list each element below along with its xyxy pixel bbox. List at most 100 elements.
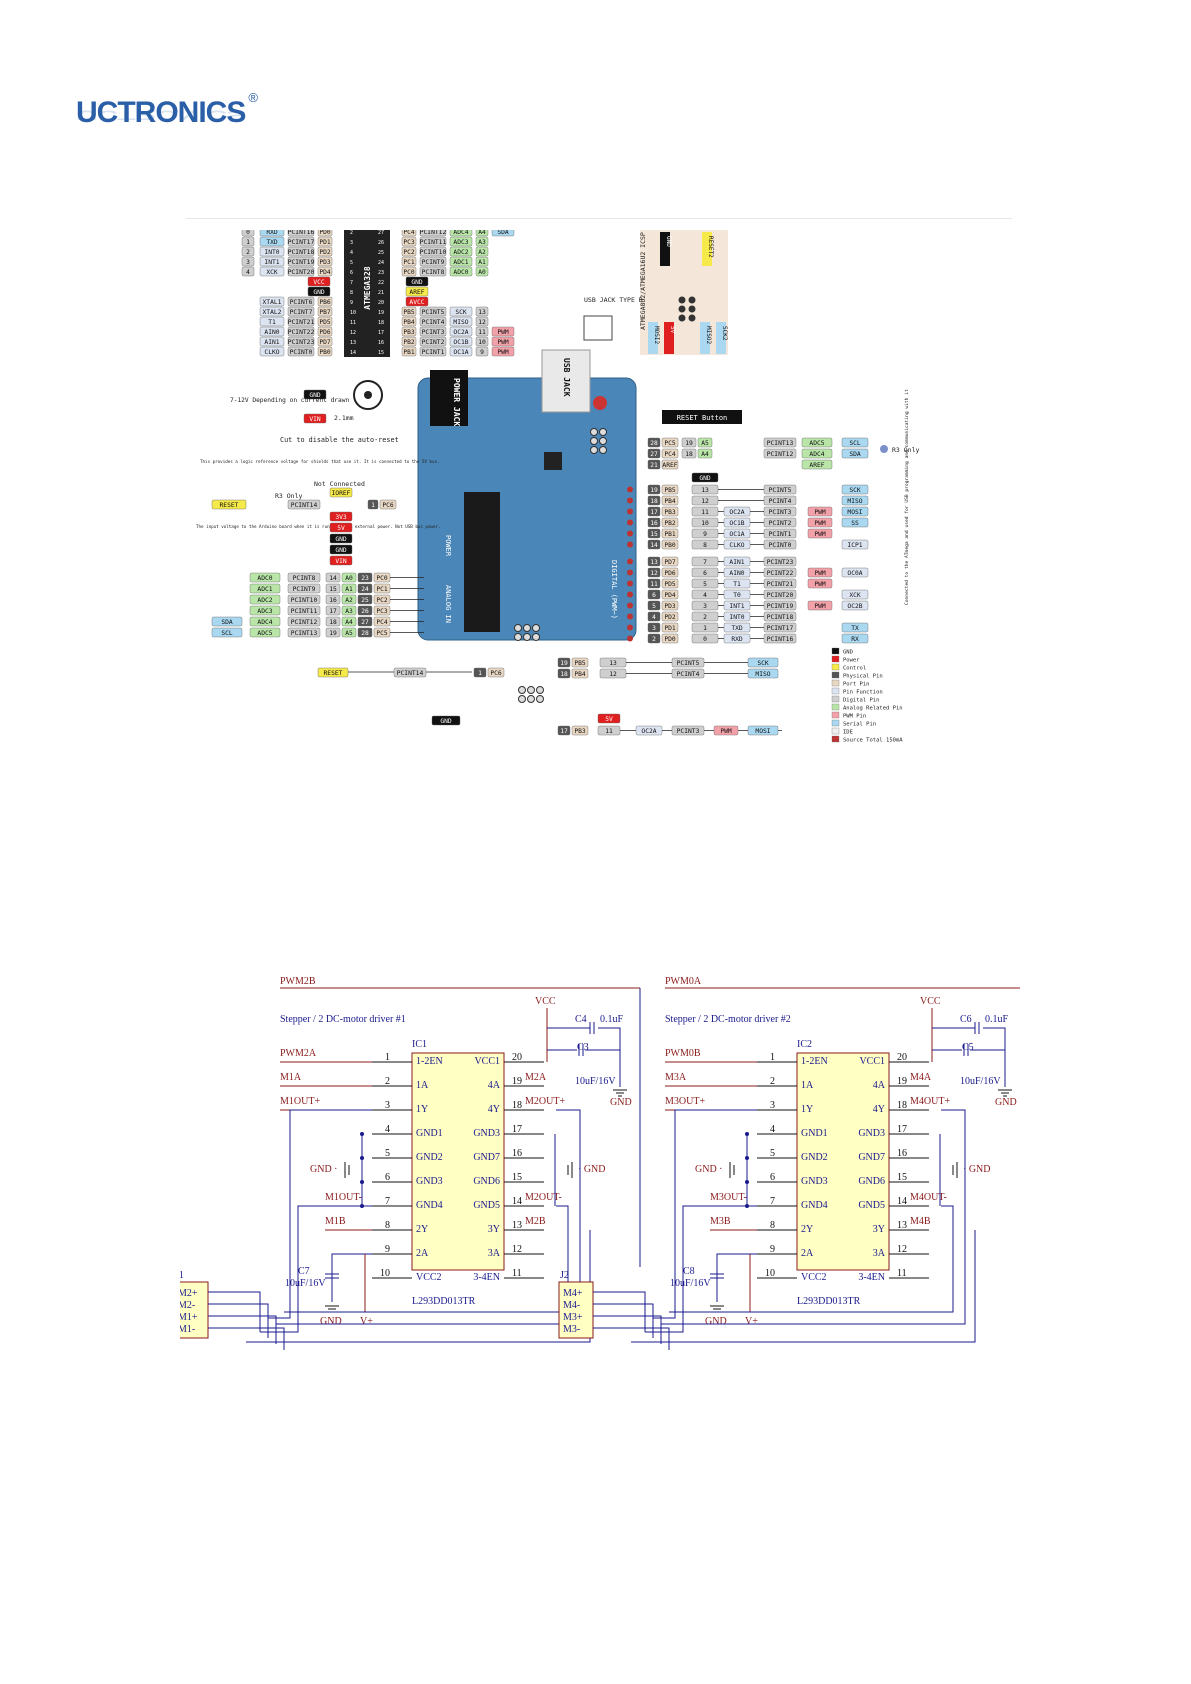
right-top-port-text: PC5 [664, 440, 676, 447]
digital-pcint: PCINT2 [763, 517, 797, 528]
digital-num: 4 [691, 589, 719, 600]
atmega-on-board [464, 492, 500, 632]
wire [716, 1253, 757, 1302]
gnd-left-label: GND · [695, 1164, 723, 1175]
chip-right-aref: AREF [405, 286, 429, 297]
chip-left-pcint-box [287, 266, 315, 277]
digital-phys-text: 3 [652, 625, 656, 632]
ic-right-pin-name: 3-4EN [473, 1272, 500, 1283]
digital-fn: RX [841, 633, 869, 644]
analog-pcint-box [287, 583, 321, 594]
chip-left-pcint-text: PCINT21 [288, 319, 315, 326]
chip-right-ard-text: 10 [478, 339, 486, 346]
analog-ard-text: A4 [345, 619, 353, 626]
ic-left-pin-number: 9 [770, 1244, 775, 1255]
analog-pcint-box [287, 627, 321, 638]
chip-right-pcint-box [419, 256, 447, 267]
digital-pcint-box [763, 517, 797, 528]
out2-label: M3OUT- [710, 1192, 747, 1203]
digital-phys: 18 [647, 495, 661, 506]
out1-label: M1OUT+ [280, 1096, 320, 1107]
bottom-last-num-text: 11 [605, 728, 613, 735]
right-top-pcint-box [763, 448, 797, 459]
analog-port-text: PC3 [376, 608, 388, 615]
ic-right-pin-number: 14 [512, 1196, 522, 1207]
arduino-pinout-diagram: ATMEGA3281PC6PCINT14RESET2PD0PCINT16RXD3… [196, 230, 919, 744]
chip-right-port-box [401, 256, 417, 267]
digital-phys: 13 [647, 556, 661, 567]
junction-dot [360, 1132, 364, 1136]
chip-right-pin-num: 21 [378, 290, 384, 296]
bottom-last-f1-box [635, 725, 663, 736]
chip-left-port: PD3 [317, 256, 333, 267]
digital-phys-box [647, 600, 661, 611]
header-vin-box [329, 555, 353, 566]
analog-num: 16 [325, 594, 341, 605]
legend-label: PWM Pin [843, 714, 866, 720]
digital-phys-box [647, 484, 661, 495]
bottom-row-pcint: PCINT4 [671, 668, 705, 679]
vcc-label: VCC [920, 996, 941, 1007]
ic-right-pin-name: 4Y [488, 1104, 500, 1115]
analog-port: PC4 [373, 616, 391, 627]
chip-left-digital: 4 [241, 266, 255, 277]
chip-right-port-text: PC2 [403, 249, 415, 256]
header-gnd-2: GND [329, 544, 353, 555]
r-out-return [661, 1109, 966, 1325]
cap-c-ref: C7 [298, 1266, 310, 1277]
digital-pcint-text: PCINT21 [767, 581, 794, 588]
ic-right-pin-number: 13 [512, 1220, 522, 1231]
ic-right-pin-number: 20 [897, 1052, 907, 1063]
ic-part-number: L293DD013TR [797, 1296, 861, 1307]
chip-left-function-text: AIN0 [264, 329, 279, 336]
ic-body [411, 1052, 505, 1271]
gnd-label-bottom: GND [320, 1316, 342, 1327]
legend-label: Power [843, 658, 860, 664]
digital-port: PB2 [661, 517, 679, 528]
ic-right-pin-name: GND7 [858, 1152, 885, 1163]
ic-right-pin-name: GND3 [858, 1128, 885, 1139]
chip-left-function-box [259, 230, 285, 237]
chip-right-fn-text: OC2A [453, 329, 468, 336]
chip-left-function-text: TXD [266, 239, 278, 246]
chip-right-ard: 11 [475, 326, 489, 337]
icsp-top-text: RESET2 [707, 236, 714, 258]
digital-phys: 11 [647, 578, 661, 589]
chip-right-pcint: PCINT12 [420, 230, 446, 237]
digital-num-text: 5 [703, 581, 707, 588]
chip-left-pcint: PCINT16 [288, 230, 314, 237]
in1-label: M1A [280, 1072, 302, 1083]
ic-left-pin-name: GND3 [416, 1176, 443, 1187]
bottom-reset: RESET [317, 667, 349, 678]
digital-num-text: 8 [703, 542, 707, 549]
bottom-row-fn-box [747, 668, 779, 679]
icsp-top-text: GND [665, 236, 672, 247]
digital-num: 8 [691, 539, 719, 550]
legend-swatch [831, 727, 840, 735]
board-icsp-pin [590, 428, 598, 436]
chip-left-function-box [259, 306, 285, 317]
chip-left-digital-box [241, 246, 255, 257]
chip-left-digital-text: 3 [246, 259, 250, 266]
digital-port-box [661, 600, 679, 611]
legend-label: Control [843, 666, 866, 672]
digital-function-box [723, 622, 751, 633]
digital-pcint-text: PCINT18 [767, 614, 794, 621]
chip-left-pin-num: 11 [350, 320, 356, 326]
chip-right-fn-text: ADC1 [453, 259, 468, 266]
analog-ard-text: A3 [345, 608, 353, 615]
ic-left-pin-name: GND3 [801, 1176, 828, 1187]
digital-phys-box [647, 622, 661, 633]
analog-adc-box [249, 583, 281, 594]
ic-right-pin-name: VCC1 [474, 1056, 500, 1067]
vcc-label: VCC [535, 996, 556, 1007]
digital-phys-text: 14 [650, 542, 658, 549]
ic-left-pin-number: 10 [380, 1268, 390, 1279]
right-top-port-box [661, 437, 679, 448]
chip-right-port-box [401, 246, 417, 257]
digital-pcint-text: PCINT23 [767, 559, 794, 566]
analog-num-text: 18 [329, 619, 337, 626]
bottom-row-fn-box [747, 657, 779, 668]
chip-left-pcint-text: PCINT23 [288, 339, 315, 346]
reset-button-label: RESET Button [677, 414, 728, 422]
